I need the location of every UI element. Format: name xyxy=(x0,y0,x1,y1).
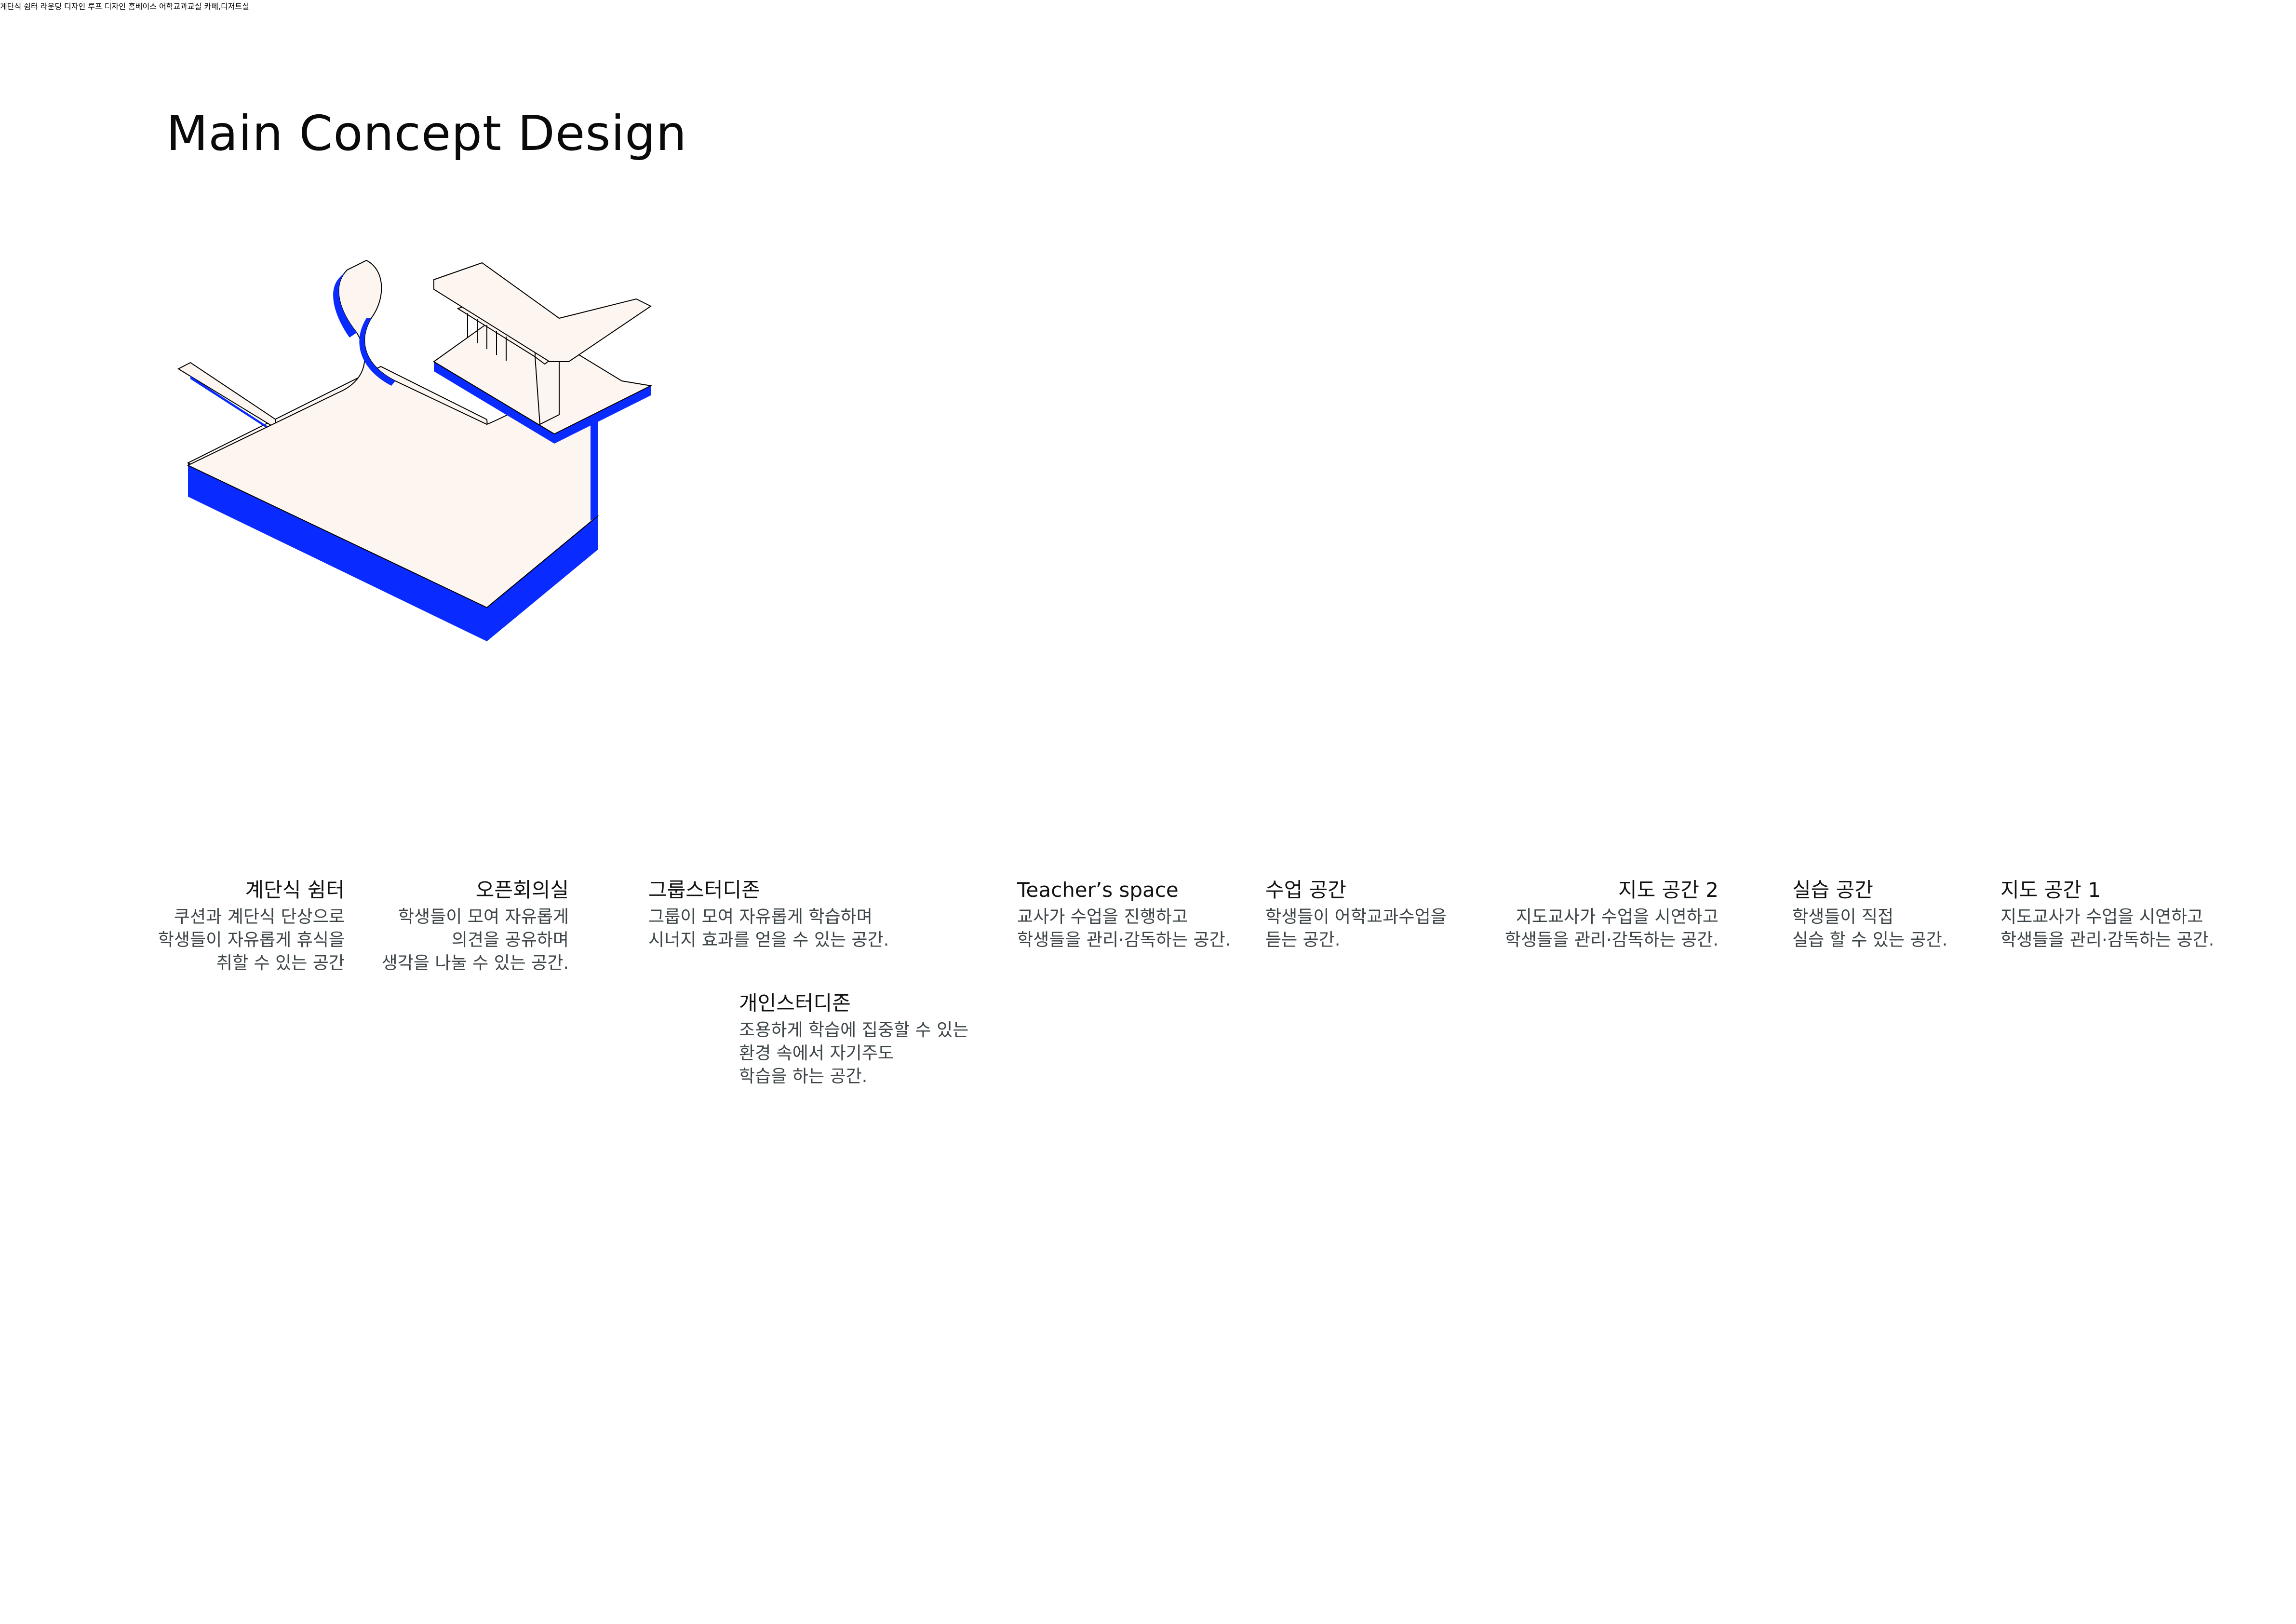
annotation-heading: Teacher’s space xyxy=(1017,878,1179,902)
annotation-heading: 지도 공간 1 xyxy=(2001,878,2101,902)
annotation-body: 쿠션과 계단식 단상으로 학생들이 자유롭게 휴식을 취할 수 있는 공간 xyxy=(158,907,345,973)
caption-cafe-dessert-room: 카페,디저트실 xyxy=(204,2,249,11)
annotation-teachers-space: Teacher’s space 교사가 수업을 진행하고 학생들을 관리·감독하… xyxy=(1017,878,1258,952)
caption-rounding-design: 라운딩 디자인 xyxy=(40,2,86,11)
annotation-heading: 개인스터디존 xyxy=(739,991,851,1015)
annotation-heading: 계단식 쉼터 xyxy=(245,878,345,902)
annotation-guidance-space-1: 지도 공간 1 지도교사가 수업을 시연하고 학생들을 관리·감독하는 공간. xyxy=(2001,878,2251,952)
annotation-body: 지도교사가 수업을 시연하고 학생들을 관리·감독하는 공간. xyxy=(2001,907,2215,950)
annotation-guidance-space-2: 지도 공간 2 지도교사가 수업을 시연하고 학생들을 관리·감독하는 공간. xyxy=(1475,878,1719,952)
annotation-body: 교사가 수업을 진행하고 학생들을 관리·감독하는 공간. xyxy=(1017,907,1231,950)
annotation-body: 지도교사가 수업을 시연하고 학생들을 관리·감독하는 공간. xyxy=(1504,907,1719,950)
annotation-body: 그룹이 모여 자유롭게 학습하며 시너지 효과를 얻을 수 있는 공간. xyxy=(648,907,889,950)
stepped-shelter-model xyxy=(177,259,653,641)
annotation-heading: 실습 공간 xyxy=(1792,878,1873,902)
annotation-heading: 지도 공간 2 xyxy=(1618,878,1719,902)
page-title: Main Concept Design xyxy=(166,105,687,162)
annotation-class-space: 수업 공간 학생들이 어학교과수업을 듣는 공간. xyxy=(1265,878,1468,952)
annotation-stepped-shelter: 계단식 쉼터 쿠션과 계단식 단상으로 학생들이 자유롭게 휴식을 취할 수 있… xyxy=(118,878,345,975)
annotation-open-meeting-room: 오픈회의실 학생들이 모여 자유롭게 의견을 공유하며 생각을 나눌 수 있는 … xyxy=(347,878,569,975)
annotation-body: 학생들이 어학교과수업을 듣는 공간. xyxy=(1265,907,1447,950)
annotation-heading: 수업 공간 xyxy=(1265,878,1346,902)
annotation-heading: 그룹스터디존 xyxy=(648,878,760,902)
caption-loop-design: 루프 디자인 xyxy=(88,2,126,11)
caption-homebase: 홈베이스 xyxy=(128,2,157,11)
annotation-body: 학생들이 직접 실습 할 수 있는 공간. xyxy=(1792,907,1948,950)
annotation-heading: 오픈회의실 xyxy=(475,878,569,902)
caption-stepped-shelter: 계단식 쉼터 xyxy=(0,2,38,11)
annotation-body: 학생들이 모여 자유롭게 의견을 공유하며 생각을 나눌 수 있는 공간. xyxy=(381,907,569,973)
annotation-individual-study-zone: 개인스터디존 조용하게 학습에 집중할 수 있는 환경 속에서 자기주도 학습을… xyxy=(739,991,990,1088)
annotation-practice-space: 실습 공간 학생들이 직접 실습 할 수 있는 공간. xyxy=(1792,878,1985,952)
caption-language-classroom: 어학교과교실 xyxy=(159,2,202,11)
annotation-group-study-zone: 그룹스터디존 그룹이 모여 자유롭게 학습하며 시너지 효과를 얻을 수 있는 … xyxy=(648,878,918,952)
annotation-body: 조용하게 학습에 집중할 수 있는 환경 속에서 자기주도 학습을 하는 공간. xyxy=(739,1020,969,1086)
